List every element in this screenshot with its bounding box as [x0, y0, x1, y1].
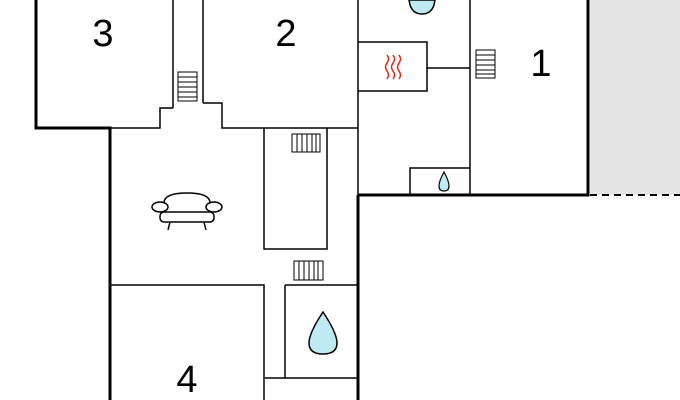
water-drop-icon — [308, 310, 338, 355]
interior-walls — [110, 0, 471, 400]
sofa-icon — [151, 192, 223, 231]
water-drop-icon — [438, 170, 450, 192]
outer-walls — [34, 0, 590, 400]
radiator-icon — [293, 260, 324, 281]
radiator-icon — [475, 49, 496, 79]
room-label-1: 1 — [530, 43, 551, 85]
water-drop-icon — [408, 0, 436, 15]
room-label-2: 2 — [275, 13, 296, 55]
terrace-area — [590, 0, 680, 195]
heater-icon — [384, 54, 402, 80]
room-label-3: 3 — [92, 13, 113, 55]
radiator-icon — [177, 71, 198, 102]
radiator-icon — [291, 133, 321, 153]
room-label-4: 4 — [176, 359, 197, 400]
